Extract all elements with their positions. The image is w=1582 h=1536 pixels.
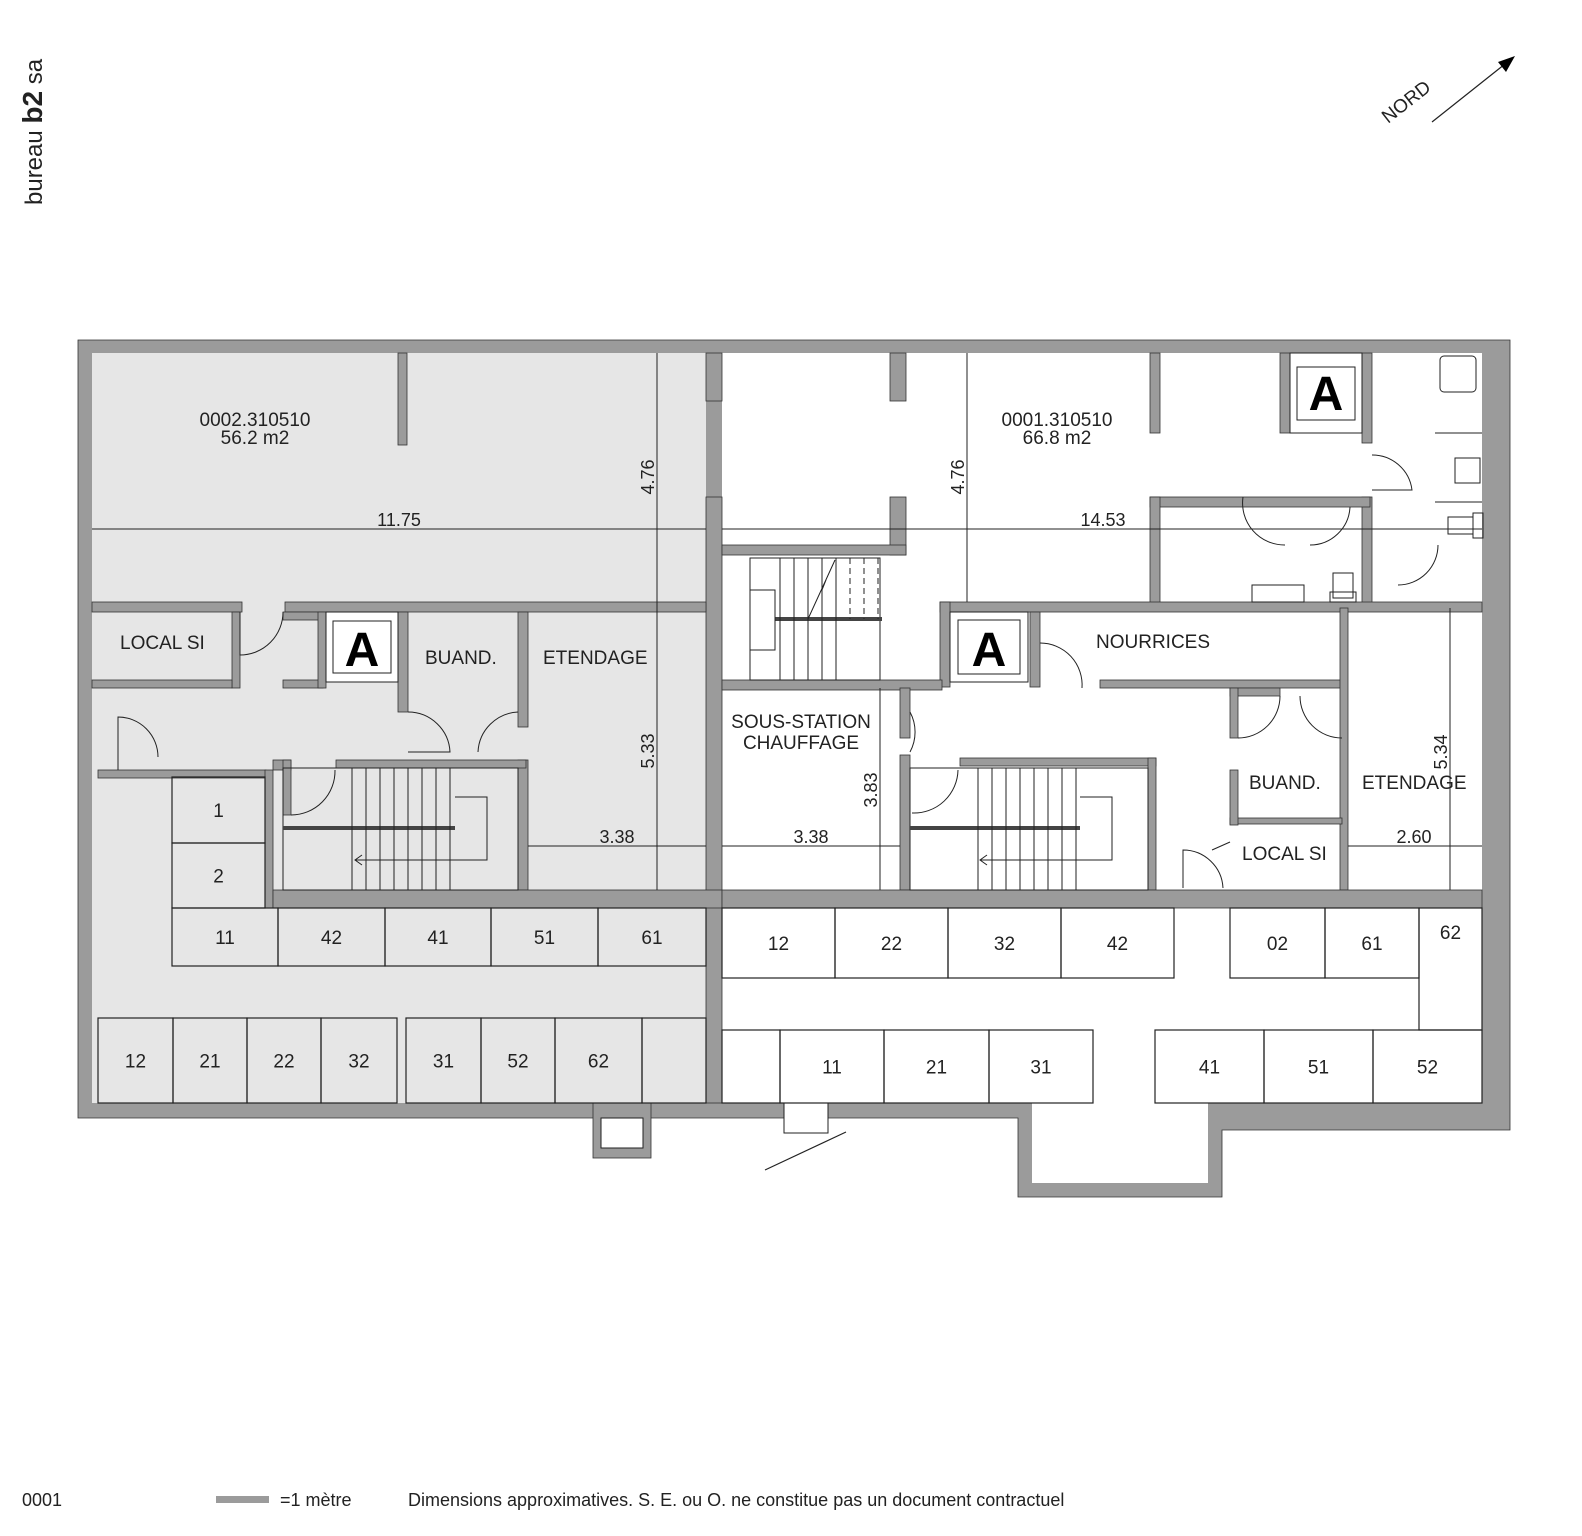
cellar-number: 1 [213,801,224,822]
cellar-right-row1-3: 42 [1060,907,1175,979]
cellar-number: 21 [199,1052,220,1073]
cellar-left-row2-3: 32 [320,1017,398,1104]
cellar-number: 12 [768,934,789,955]
north-label: NORD [1378,77,1435,128]
unit-0002-id: 0002.310510 [200,410,311,431]
room-etendage-right: ETENDAGE [1362,773,1467,794]
cellar-number: 41 [1199,1058,1220,1079]
dim-etendage-right-width: 2.60 [1396,827,1431,847]
room-local-si-right: LOCAL SI [1242,844,1327,865]
cellar-number: 61 [1361,934,1382,955]
lift-left: A [325,611,399,683]
cellar-number: 32 [348,1052,369,1073]
cellar-number: 52 [507,1052,528,1073]
room-nourrices: NOURRICES [1096,632,1210,653]
cellar-number: 31 [1030,1058,1051,1079]
dim-etendage-right-depth: 5.34 [1431,734,1451,769]
cellar-number: 41 [427,928,448,949]
lift-right: A [1289,352,1363,434]
cellar-number: 31 [433,1052,454,1073]
cellar-number: 11 [822,1058,842,1079]
svg-text:A: A [345,624,380,677]
unit-0001-area-label: 66.8 m2 [1023,428,1092,449]
cellar-number: 61 [641,928,662,949]
cellar-number: 32 [994,934,1015,955]
cellar-number: 62 [588,1052,609,1073]
room-local-si-left: LOCAL SI [120,633,205,654]
dim-right-depth: 4.76 [948,459,968,494]
dim-etendage-left-depth: 5.33 [638,733,658,768]
room-sous-station: SOUS-STATION [731,712,871,733]
cellar-left-row1-4: 61 [597,907,707,967]
cellar-number: 42 [321,928,342,949]
cellar-right-row2-3: 31 [988,1029,1094,1104]
plan-number: 0001 [22,1490,62,1510]
unit-0002-area [92,353,706,1103]
room-buand-left: BUAND. [425,648,497,669]
cellar-number: 51 [1308,1058,1329,1079]
dim-etendage-left-width: 3.38 [599,827,634,847]
cellar-number: 22 [881,934,902,955]
dim-left-depth: 4.76 [638,459,658,494]
svg-text:A: A [1309,368,1344,421]
cellar-right-row2-6: 52 [1372,1029,1483,1104]
dim-left-width: 11.75 [377,510,421,530]
svg-text:A: A [972,624,1007,677]
brand-logo: bureau b2 sa [17,58,48,205]
scale-label: =1 mètre [280,1490,352,1510]
bump-area [1032,1103,1208,1183]
room-buand-right: BUAND. [1249,773,1321,794]
sanitary-fixtures [1251,355,1484,603]
cellar-number: 2 [213,867,224,888]
cellar-number: 51 [534,928,555,949]
cellar-number: 12 [125,1052,146,1073]
interior-walls [91,352,1483,1104]
cellar-number: 52 [1417,1058,1438,1079]
dim-right-width: 14.53 [1080,510,1125,530]
dimension-lines [92,353,1482,890]
stairs [282,557,1149,891]
cellar-number: 02 [1267,934,1288,955]
disclaimer: Dimensions approximatives. S. E. ou O. n… [408,1490,1064,1510]
cellar-left-row2-7 [641,1017,707,1104]
cellar-number: 11 [215,928,235,949]
door-arcs [117,454,1439,889]
cellar-number: 21 [926,1058,947,1079]
north-arrow-icon [1431,56,1515,123]
cellar-number: 42 [1107,934,1128,955]
dim-sous-station-depth: 3.83 [861,772,881,807]
dim-sous-station-width: 3.38 [793,827,828,847]
room-chauffage: CHAUFFAGE [743,733,859,754]
unit-0001-id: 0001.310510 [1002,410,1113,431]
scale-bar [216,1496,269,1503]
unit-0002-area-label: 56.2 m2 [221,428,290,449]
cellar-number: 22 [273,1052,294,1073]
room-etendage-left: ETENDAGE [543,648,648,669]
lift-center: A [949,611,1029,683]
cellar-number: 62 [1440,923,1461,944]
